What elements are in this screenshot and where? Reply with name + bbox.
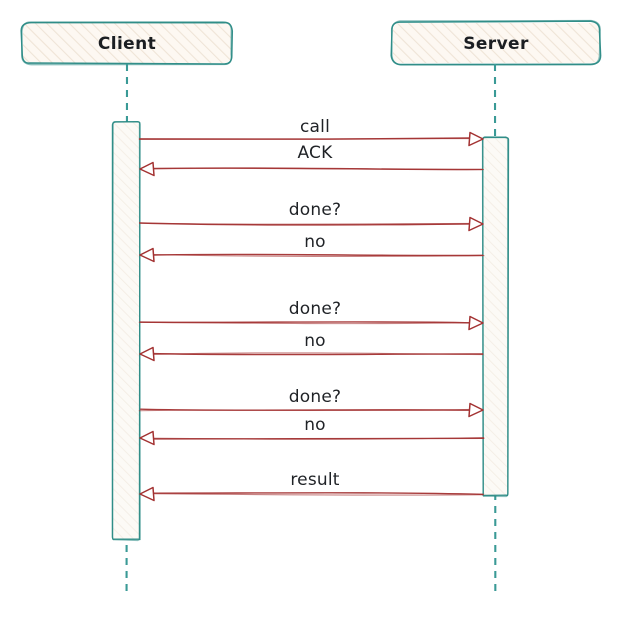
message-line [138,321,474,325]
message-arrowhead [468,131,484,147]
participant-server[interactable] [390,19,602,66]
message-line [138,408,474,412]
message-arrowhead [139,161,155,177]
message-line [148,493,485,496]
activation-hatch [483,138,508,496]
message-0[interactable] [138,131,484,147]
message-3[interactable] [139,247,485,263]
message-7[interactable] [139,430,485,446]
message-label-8: result [290,470,340,490]
message-arrowhead [468,402,484,418]
message-line [149,492,484,496]
participant-box-outline [21,21,233,66]
participant-box-hatch [23,23,231,63]
participant-label-client: Client [97,34,157,54]
activation-outline [111,121,141,542]
message-label-3: no [304,232,326,252]
activation-hatch [113,122,140,540]
message-8[interactable] [139,486,485,502]
message-label-4: done? [288,299,342,319]
message-label-0: call [299,117,331,137]
message-label-7: no [304,415,326,435]
participant-label-server: Server [463,34,529,54]
message-label-1: ACK [297,143,333,163]
participant-box-outline [390,19,601,66]
message-5[interactable] [139,346,484,362]
message-line [149,436,485,440]
message-arrowhead [139,430,155,446]
message-label-2: done? [288,200,342,220]
participant-client[interactable] [20,21,234,66]
message-line [149,253,485,257]
message-line [140,222,475,225]
message-line [150,352,484,356]
message-label-5: no [304,331,326,351]
message-label-6: done? [288,387,342,407]
message-line [149,167,485,171]
message-1[interactable] [139,161,485,177]
activation-bar-client [111,121,141,542]
message-arrowhead [468,216,484,232]
message-6[interactable] [138,402,484,418]
message-2[interactable] [138,216,484,232]
message-arrowhead [139,486,155,502]
message-4[interactable] [138,315,484,331]
activation-bar-server [481,136,510,498]
message-arrowhead [139,247,155,263]
message-arrowhead [139,346,155,362]
participant-box-hatch [393,23,599,63]
message-arrowhead [468,315,484,331]
